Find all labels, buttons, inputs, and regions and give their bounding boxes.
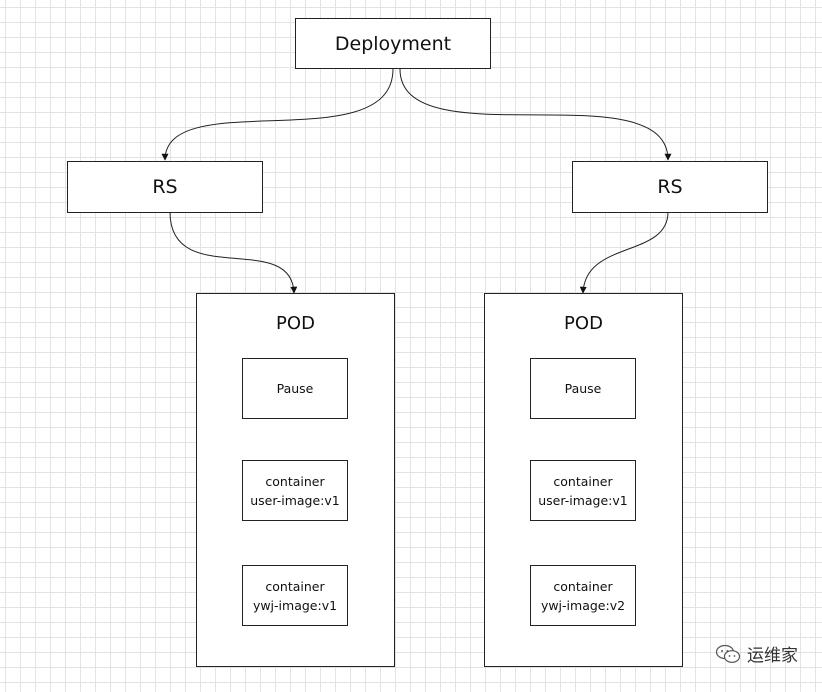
edge-deployment-rs-right	[399, 68, 672, 161]
edge-rs-right-pod-right	[579, 211, 669, 294]
watermark-text: 运维家	[747, 646, 798, 666]
container-ywj-line2-right: ywj-image:v2	[540, 597, 626, 613]
pod-title-right: POD	[564, 313, 603, 334]
container-user-line2-left: user-image:v1	[250, 492, 340, 508]
pause-label-left: Pause	[276, 381, 314, 396]
container-ywj-line2-left: ywj-image:v1	[252, 597, 338, 613]
container-ywj-line1-left: container	[265, 578, 325, 594]
container-user-line1-right: container	[553, 473, 613, 489]
container-user-box-right: container user-image:v1	[530, 460, 636, 521]
container-ywj-line1-right: container	[553, 578, 613, 594]
pod-title-left: POD	[276, 313, 315, 334]
pause-box-left: Pause	[242, 358, 348, 419]
watermark: 运维家	[715, 641, 798, 666]
container-user-line1-left: container	[265, 473, 325, 489]
deployment-node: Deployment	[295, 18, 491, 69]
rs-label-right: RS	[657, 176, 683, 198]
container-ywj-box-right: container ywj-image:v2	[530, 565, 636, 626]
rs-node-right: RS	[572, 161, 768, 213]
wechat-icon	[715, 644, 741, 663]
edge-rs-left-pod-left	[169, 211, 298, 294]
deployment-label: Deployment	[334, 32, 452, 55]
rs-label-left: RS	[152, 176, 178, 198]
edge-deployment-rs-left	[161, 68, 394, 161]
pause-label-right: Pause	[564, 381, 602, 396]
pause-box-right: Pause	[530, 358, 636, 419]
rs-node-left: RS	[67, 161, 263, 213]
container-user-box-left: container user-image:v1	[242, 460, 348, 521]
container-user-line2-right: user-image:v1	[538, 492, 628, 508]
container-ywj-box-left: container ywj-image:v1	[242, 565, 348, 626]
